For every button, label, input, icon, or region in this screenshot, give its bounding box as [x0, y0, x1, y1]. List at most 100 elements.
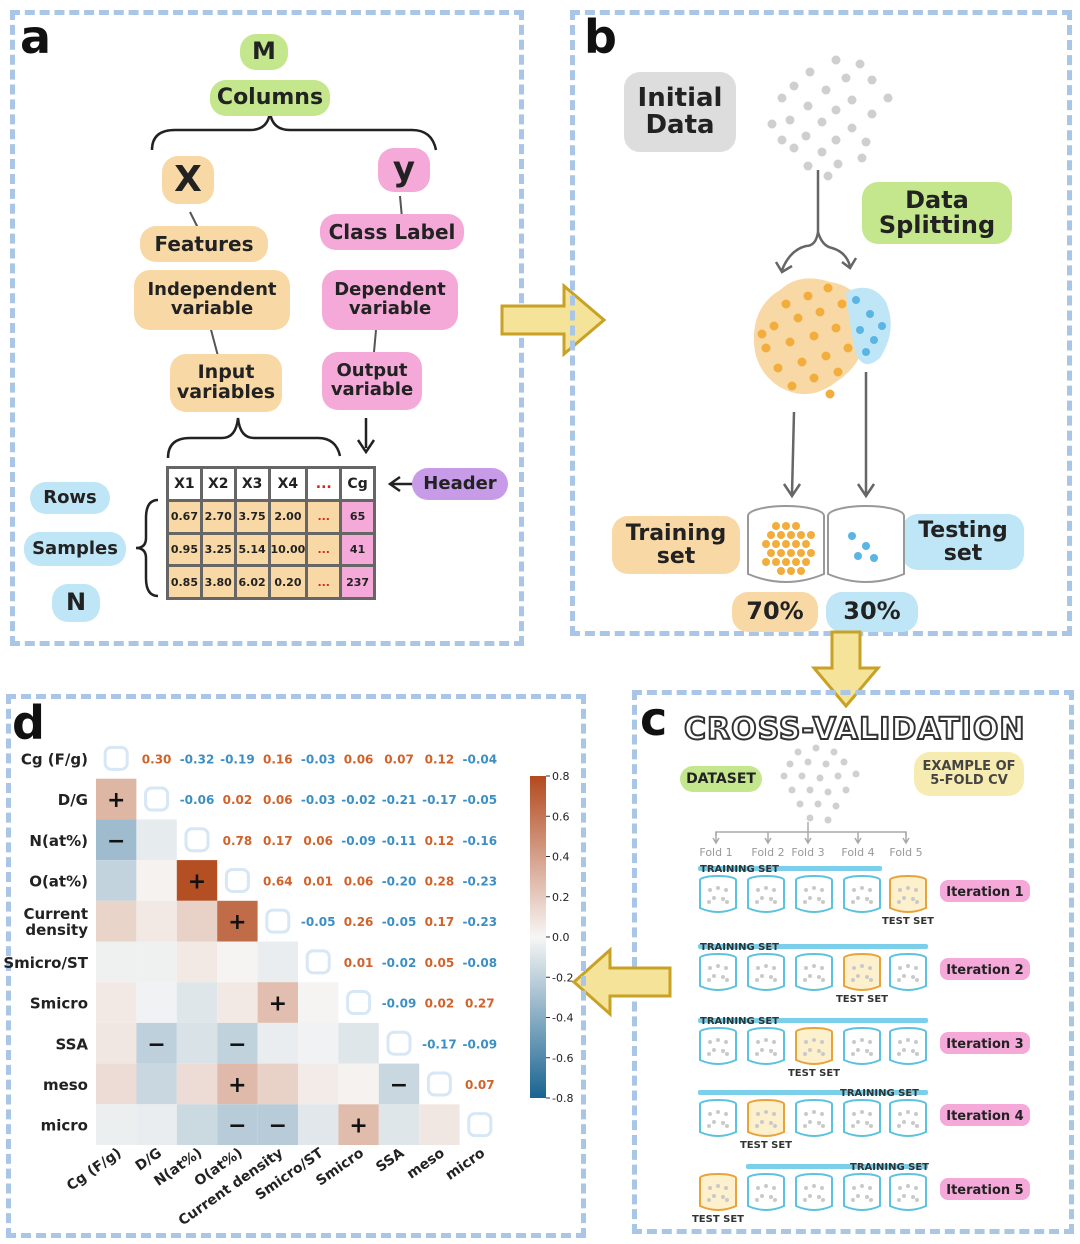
- training-point: [809, 331, 819, 341]
- colorbar-tick-label: 0.4: [552, 851, 570, 864]
- cylinder-dot: [812, 1038, 816, 1042]
- heatmap-cell: [176, 982, 218, 1023]
- samples-label: Samples: [24, 532, 126, 566]
- test-set-label: TEST SET: [788, 1068, 840, 1079]
- heatmap-cell: [217, 941, 258, 983]
- colorbar-tick-label: -0.2: [552, 971, 573, 984]
- cylinder-dot: [804, 888, 808, 892]
- training-point: [772, 558, 780, 566]
- cylinder-dot: [721, 975, 725, 979]
- features-label: Features: [140, 226, 268, 262]
- diagonal-cell: [184, 827, 210, 853]
- cylinder-dot: [707, 1124, 711, 1128]
- heatmap-cell: [257, 1022, 298, 1064]
- cylinder-dot: [716, 1038, 720, 1042]
- cylinder-dot: [820, 1040, 824, 1044]
- heatmap-cell: [96, 1104, 137, 1145]
- data-point: [806, 786, 814, 794]
- iteration-label: Iteration 5: [946, 1183, 1023, 1198]
- heatmap-cell: [176, 1063, 218, 1105]
- cylinder-body: [889, 1178, 927, 1211]
- testing-point: [866, 310, 874, 318]
- training-point: [782, 558, 790, 566]
- column-label: SSA: [373, 1145, 407, 1176]
- data-point: [804, 758, 812, 766]
- table-cell: 5.14: [236, 534, 268, 565]
- test-set-label: TEST SET: [836, 994, 888, 1005]
- training-set-label: TRAINING SET: [700, 864, 779, 875]
- cylinder-dot: [760, 896, 764, 900]
- heatmap-cell: [136, 1104, 177, 1145]
- table-cell: ...: [308, 534, 340, 565]
- cylinder-dot: [764, 1110, 768, 1114]
- training-point: [782, 540, 790, 548]
- training-point: [831, 323, 841, 333]
- heatmap-cell: [217, 900, 258, 942]
- cylinder-dot: [868, 1040, 872, 1044]
- training-point: [761, 343, 771, 353]
- heatmap-cell: [136, 982, 177, 1023]
- fold-arrow: [764, 832, 772, 845]
- cylinder-dot: [856, 1120, 860, 1124]
- testing-point: [854, 552, 862, 560]
- cylinder-dot: [906, 886, 910, 890]
- test-set-label: TEST SET: [882, 916, 934, 927]
- table-cell: 41: [342, 534, 373, 565]
- panel-b: [570, 10, 1072, 636]
- heatmap-cell: [136, 941, 177, 983]
- training-set-label: TRAINING SET: [700, 942, 779, 953]
- cylinder-dot: [716, 964, 720, 968]
- data-point: [831, 135, 841, 145]
- cylinder-dot: [915, 1124, 919, 1128]
- cylinder-dot: [707, 1198, 711, 1202]
- fold-label: Fold 2: [751, 846, 784, 859]
- data-point: [842, 786, 850, 794]
- panel-b-illustration: [747, 55, 905, 583]
- training-point: [767, 531, 775, 539]
- cylinder-dot: [803, 900, 807, 904]
- data-point: [821, 85, 831, 95]
- cylinder-dot: [755, 1124, 759, 1128]
- training-bar: [746, 1164, 928, 1169]
- testing-point: [862, 542, 870, 550]
- testing-point: [862, 348, 870, 356]
- training-point: [772, 540, 780, 548]
- training-point: [767, 549, 775, 557]
- arrow-a-to-b: [500, 282, 607, 358]
- training-set-label: TRAINING SET: [850, 1162, 929, 1173]
- cylinder-dot: [712, 896, 716, 900]
- training-bar: [698, 866, 882, 871]
- cylinder-body: [889, 1032, 927, 1065]
- cylinder-dot: [804, 1040, 808, 1044]
- cylinder-dot: [868, 966, 872, 970]
- cylinder-dot: [712, 1048, 716, 1052]
- data-point: [841, 73, 851, 83]
- colorbar-tick-label: -0.4: [552, 1012, 573, 1025]
- data-point: [817, 147, 827, 157]
- training-set-label: TRAINING SET: [700, 1016, 779, 1027]
- cylinder-dot: [865, 1195, 869, 1199]
- data-point: [824, 788, 832, 796]
- table-cell: 10.00: [270, 534, 306, 565]
- cylinder-dot: [772, 1186, 776, 1190]
- table-header-cell: ...: [308, 469, 340, 499]
- correlation-value: -0.06: [180, 793, 215, 807]
- row-label: Smicro: [30, 995, 88, 1013]
- cylinder-dot: [898, 966, 902, 970]
- table-cell: 65: [342, 501, 373, 532]
- table-cell: 0.67: [169, 501, 200, 532]
- cylinder-dot: [721, 1049, 725, 1053]
- testing-point: [856, 326, 864, 334]
- cylinder-dot: [804, 1186, 808, 1190]
- cylinder-dot: [914, 1186, 918, 1190]
- data-point: [831, 55, 841, 65]
- iteration-label: Iteration 1: [946, 885, 1023, 900]
- correlation-value: 0.07: [384, 752, 414, 766]
- heatmap-cell: [96, 982, 137, 1023]
- cylinder-body: [889, 880, 927, 913]
- correlation-value: 0.06: [263, 793, 293, 807]
- cylinder-dot: [865, 1049, 869, 1053]
- cylinder-dot: [756, 1186, 760, 1190]
- cylinder-dot: [852, 966, 856, 970]
